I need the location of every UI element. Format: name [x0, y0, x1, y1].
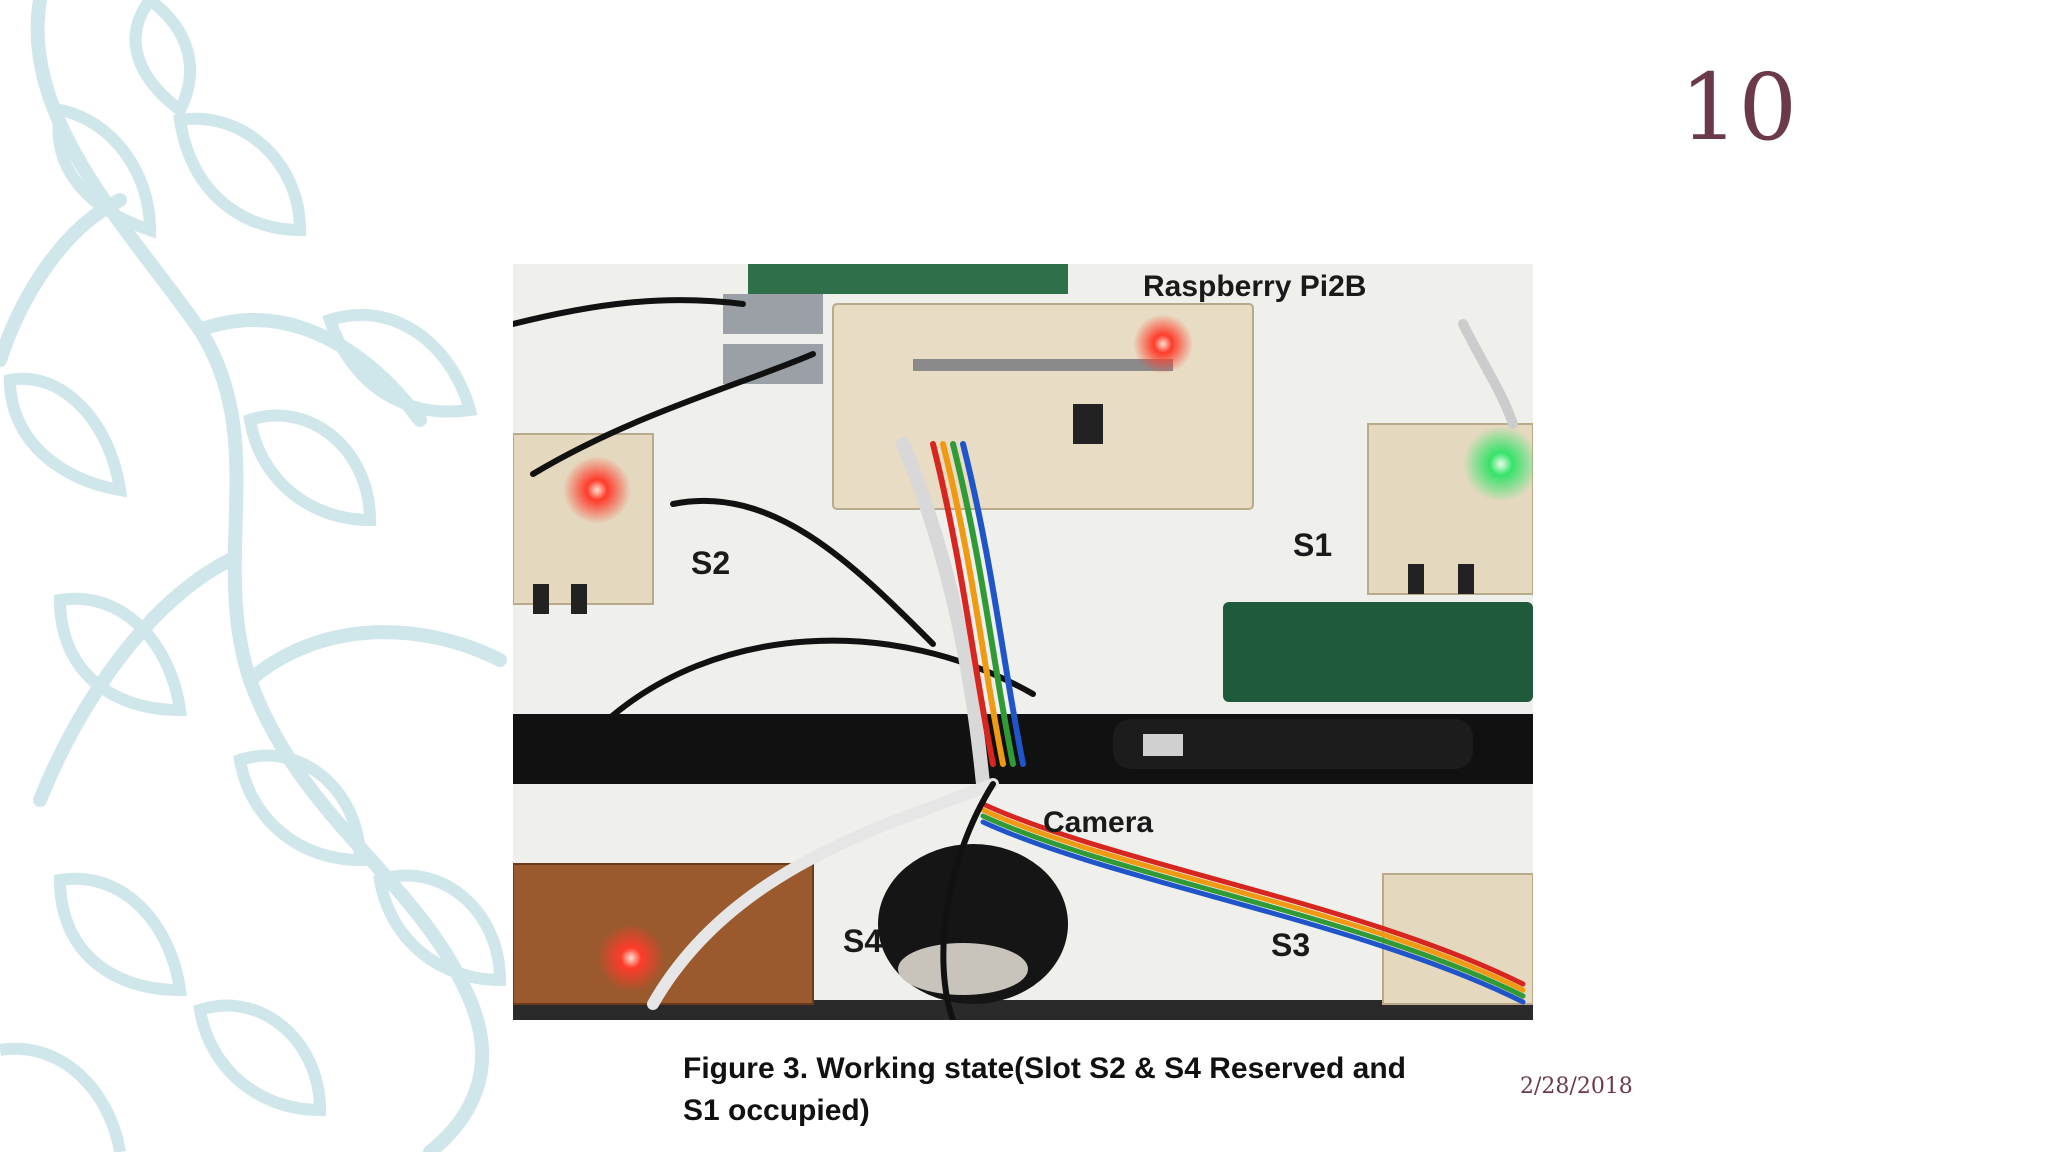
label-s1: S1: [1293, 527, 1332, 563]
hardware-photo-illustration: Raspberry Pi2B S2 S1 Camera S4 S3: [513, 264, 1533, 1020]
slide-date: 2/28/2018: [1520, 1074, 1633, 1099]
label-camera: Camera: [1043, 806, 1153, 839]
slide-number: 10: [1680, 54, 1798, 161]
label-raspberry: Raspberry Pi2B: [1143, 270, 1366, 303]
label-s3: S3: [1271, 927, 1310, 963]
figure-caption: Figure 3. Working state(Slot S2 & S4 Res…: [683, 1052, 1406, 1127]
parked-car: [1223, 602, 1533, 702]
label-s2: S2: [691, 545, 730, 581]
camera-body: [1113, 719, 1473, 769]
s2-led: [563, 456, 631, 524]
label-s4: S4: [843, 923, 882, 959]
s4-led: [597, 924, 665, 992]
figure-photo: Raspberry Pi2B S2 S1 Camera S4 S3: [513, 264, 1533, 1020]
pi-led-glow: [1133, 314, 1193, 374]
s1-led: [1463, 426, 1533, 502]
leaf-decoration: [0, 0, 507, 1152]
